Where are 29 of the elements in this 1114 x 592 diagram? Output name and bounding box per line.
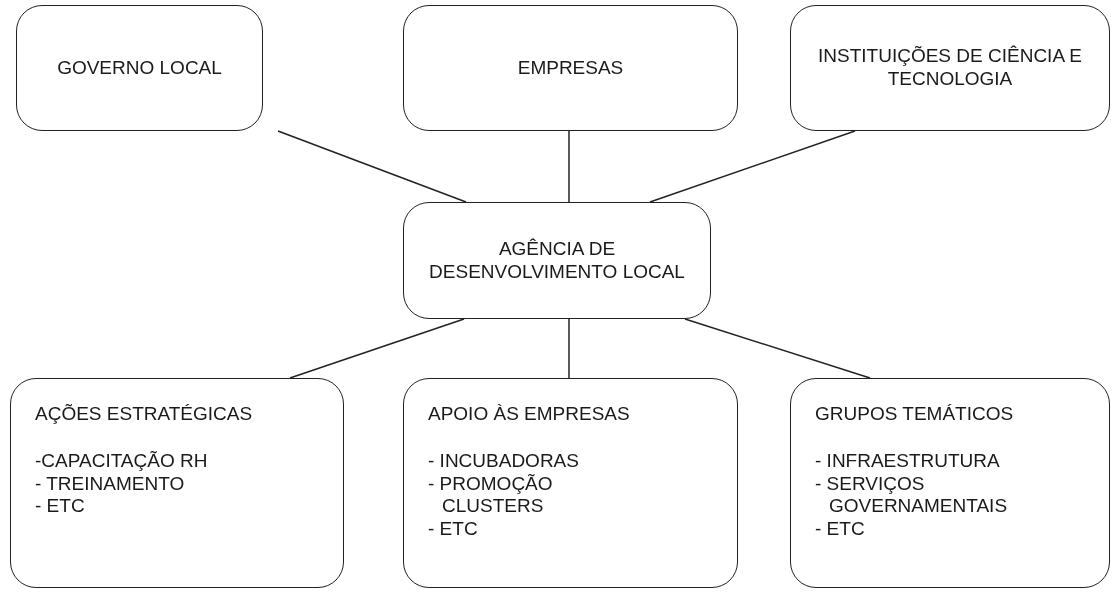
box-heading: GRUPOS TEMÁTICOS xyxy=(815,403,1014,426)
list-item: - ETC xyxy=(428,518,479,541)
rounded-box xyxy=(403,5,738,131)
rounded-box xyxy=(10,378,344,588)
connector-line xyxy=(649,130,856,203)
box-label: GOVERNO LOCAL xyxy=(57,56,222,80)
connector-line xyxy=(289,318,465,379)
box-label: INSTITUIÇÕES DE CIÊNCIA E TECNOLOGIA xyxy=(817,45,1083,91)
box-label: EMPRESAS xyxy=(517,56,624,80)
box-heading: APOIO ÀS EMPRESAS xyxy=(428,403,630,426)
list-item: -CAPACITAÇÃO RH xyxy=(35,449,208,473)
connector-line xyxy=(277,130,467,203)
list-item: - INCUBADORAS xyxy=(428,449,580,473)
connector-line xyxy=(568,130,570,203)
connector-line xyxy=(568,318,570,379)
list-item: - PROMOÇÃO CLUSTERS xyxy=(428,472,554,519)
list-item: - ETC xyxy=(35,495,86,519)
list-item: - TREINAMENTO xyxy=(35,472,186,496)
list-item: - ETC xyxy=(815,518,866,541)
rounded-box xyxy=(403,378,738,588)
rounded-box xyxy=(790,378,1110,588)
rounded-box xyxy=(403,202,711,319)
box-label: AGÊNCIA DE DESENVOLVIMENTO LOCAL xyxy=(428,237,686,284)
connector-line xyxy=(684,318,871,379)
rounded-box xyxy=(16,5,263,131)
list-item: - INFRAESTRUTURA xyxy=(815,449,1001,473)
box-heading: AÇÕES ESTRATÉGICAS xyxy=(35,403,253,426)
list-item: - SERVIÇOS GOVERNAMENTAIS xyxy=(815,472,1009,519)
rounded-box xyxy=(790,5,1110,131)
